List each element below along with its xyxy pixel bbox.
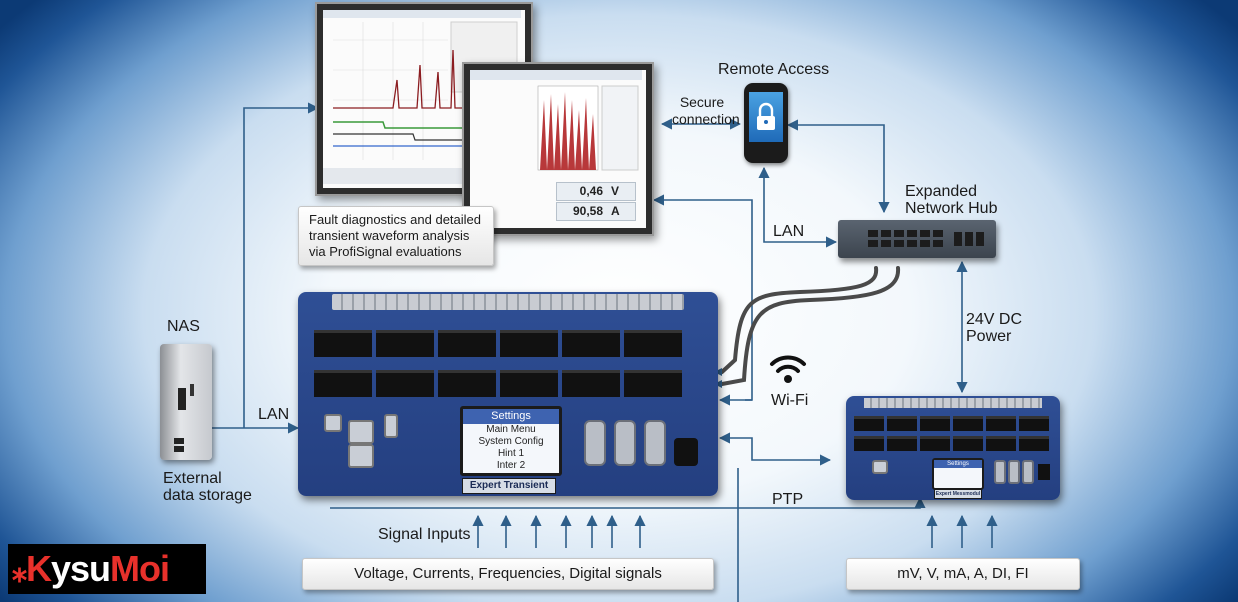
ethernet-port-1 [348,420,374,444]
wifi-icon [770,355,806,383]
hub-line-1: Expanded [905,183,978,200]
lcd-item: Inter 2 [496,460,526,471]
ethernet-cable-1 [720,266,879,374]
logo-letter-k: K [26,548,52,589]
secure-connection-label: Secure connection [672,94,740,128]
device-name-plate: Expert Transient [462,478,556,494]
lcd-item: System Config [478,436,544,447]
nas-device [160,344,212,460]
analysis-monitor-secondary: 0,46 V 90,58 A [462,62,654,236]
small-terminal-row-lower [854,436,1049,451]
serial-port-1 [584,420,606,466]
spectrum-screen: 0,46 V 90,58 A [470,70,646,228]
power-line-1: 24V DC [966,311,1023,328]
secure-line-2: connection [672,111,740,127]
power-line-2: Power [966,328,1012,345]
current-unit: A [611,204,620,218]
top-terminal-strip [332,294,684,310]
signals-small-callout: mV, V, mA, A, DI, FI [846,558,1080,590]
current-value: 90,58 [572,204,603,218]
terminal-row-upper [314,330,682,357]
usb-a-port [384,414,398,438]
expanded-hub-label: Expanded Network Hub [905,183,997,217]
storage-line-2: data storage [163,487,252,504]
logo-text-ysu: ysu [51,548,111,589]
fault-diagnostics-callout: Fault diagnostics and detailed transient… [298,206,494,266]
small-lcd-title: Settings [934,460,982,468]
ptp-label: PTP [772,491,804,508]
current-readout: 90,58 A [556,202,636,221]
monitor-return-line [652,194,753,406]
serial-port-3 [644,420,666,466]
secure-line-1: Secure [679,94,725,110]
ethernet-cable-2 [720,266,901,386]
storage-line-1: External [163,470,222,487]
lan-nas-label: LAN [258,406,290,423]
kysumoi-logo: ⁎KysuMoi [8,544,206,594]
nas-label: NAS [167,318,200,335]
lan-hub-line [758,166,838,248]
wifi-label: Wi-Fi [771,392,809,409]
signal-inputs-label: Signal Inputs [378,526,471,543]
voltage-unit: V [611,184,620,198]
expert-transient-device: Settings Main Menu System Config Hint 1 … [298,292,718,496]
ptp-line [330,496,926,509]
lcd-title: Settings [463,409,559,424]
small-serial-port-3 [1022,460,1034,484]
ethernet-port-2 [348,444,374,468]
dc-power-label: 24V DC Power [966,311,1022,345]
serial-port-2 [614,420,636,466]
hub-line-2: Network Hub [905,200,998,217]
fault-line-1: Fault diagnostics and detailed [309,212,482,227]
external-storage-label: External data storage [163,470,252,504]
small-serial-port-2 [1008,460,1020,484]
terminal-row-lower [314,370,682,397]
small-top-strip [864,398,1042,408]
smartphone [744,83,788,163]
usb-b-port [324,414,342,432]
small-ethernet-port [872,460,888,474]
small-terminal-row-upper [854,416,1049,431]
lcd-item: Main Menu [486,424,536,435]
small-name-plate: Expert Messmodul [934,489,982,499]
fault-line-2: transient waveform analysis [309,228,470,243]
voltage-value: 0,46 [579,184,603,198]
lan-hub-label: LAN [773,223,805,240]
logo-text-moi: Moi [110,548,170,589]
phone-hub-line [786,119,890,214]
expert-messmodul-device: Settings Expert Messmodul [846,396,1060,500]
power-connector [674,438,698,466]
network-hub [838,220,996,258]
small-serial-port-1 [994,460,1006,484]
voltage-readout: 0,46 V [556,182,636,201]
lock-icon [757,102,775,130]
signals-main-callout: Voltage, Currents, Frequencies, Digital … [302,558,714,590]
device-lcd: Settings Main Menu System Config Hint 1 … [460,406,562,476]
lcd-item: Hint 1 [497,448,525,459]
device-link-line [718,432,832,466]
logo-mark: ⁎ [12,555,27,588]
small-power-connector [1038,464,1050,480]
lan-nas-line [243,102,320,428]
small-lcd: Settings [932,458,984,490]
fault-line-3: via ProfiSignal evaluations [309,244,462,259]
remote-access-label: Remote Access [718,61,830,78]
